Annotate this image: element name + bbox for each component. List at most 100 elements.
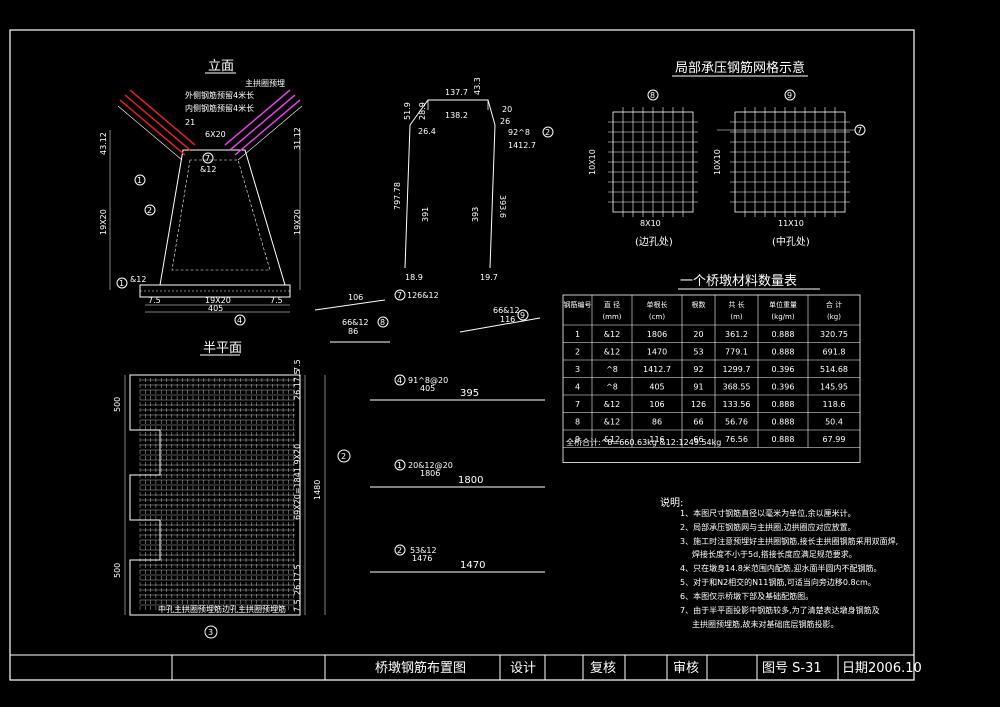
- mesh-mark: 8: [650, 91, 655, 100]
- note-item: 3、施工时注意预埋好主拱圈钢筋,接长主拱圈钢筋采用双面焊,: [680, 536, 898, 546]
- table-cell: 1470: [647, 348, 667, 357]
- elev-label: 19X20: [99, 209, 108, 235]
- notes-heading: 说明:: [660, 496, 683, 509]
- elev-label: 31.12: [293, 127, 302, 150]
- plan-title: 半平面: [203, 341, 242, 356]
- table-cell: 0.396: [772, 365, 795, 374]
- table-header: 根数: [692, 300, 706, 309]
- shape-label: 43.3: [473, 77, 482, 95]
- table-border: [562, 294, 861, 463]
- plan-dim: 26.17.5: [293, 564, 302, 595]
- title-block: 桥墩钢筋布置图 设计 复核 审核 图号 S-31 日期2006.10: [9, 654, 922, 681]
- bar-value: 1470: [460, 560, 485, 571]
- elev-label: 19X20: [293, 209, 302, 235]
- shape-label: 393: [471, 207, 480, 222]
- table-cell: 2: [575, 348, 580, 357]
- bar-label: 106: [348, 293, 363, 302]
- drawing-date: 日期2006.10: [842, 661, 922, 676]
- elev-label: 7.5: [148, 296, 161, 305]
- table-cell: 126: [691, 400, 706, 409]
- bar-mark: 1: [397, 461, 402, 470]
- shape-label: 20: [502, 105, 512, 114]
- bar-sub: 86: [348, 327, 358, 336]
- table-cell: 4: [575, 383, 580, 392]
- mesh-right-grid: [730, 107, 850, 217]
- arch-rebar-right: [224, 89, 303, 161]
- table-header-unit: (kg): [827, 313, 841, 321]
- mesh-mark: 7: [857, 126, 862, 135]
- design-label: 设计: [510, 661, 536, 676]
- table-cell: 0.888: [772, 435, 795, 444]
- plan-dim: 69X20=1841.9X20: [293, 444, 302, 520]
- table-header-unit: (mm): [602, 313, 621, 321]
- table-cell: 0.888: [772, 418, 795, 427]
- elev-mark: 1: [137, 176, 142, 185]
- bar-mark: 9: [520, 311, 525, 320]
- table-cell: 368.55: [723, 383, 751, 392]
- plan-dim: 26.17.5: [293, 369, 302, 400]
- table-cell: 1299.7: [723, 365, 751, 374]
- shape-label: 92^8: [508, 128, 530, 137]
- mesh-dim: 8X10: [640, 219, 661, 228]
- table-cell: 50.4: [825, 418, 843, 427]
- elevation-title: 立面: [208, 59, 234, 74]
- elev-label: 43.12: [99, 132, 108, 155]
- bar-sub: 405: [420, 384, 435, 393]
- bar-sub: 1806: [420, 469, 440, 478]
- table-cell: &12: [604, 418, 620, 427]
- shape-label: 26: [500, 117, 510, 126]
- plan-dim: 7.5: [293, 599, 302, 612]
- mesh-caption: (边孔处): [635, 236, 673, 248]
- table-cell: 0.396: [772, 383, 795, 392]
- table-cell: 53: [693, 348, 703, 357]
- elev-label: 主拱圈预埋: [245, 78, 285, 88]
- table-cell: 67.99: [823, 435, 846, 444]
- plan-view: 半平面 500 1480 500 7.5 26.17.5 69X20=1841.…: [113, 341, 351, 639]
- note-item: 主拱圈预埋筋,故未对基础底层钢筋投影。: [692, 619, 839, 629]
- plan-mark: 2: [341, 452, 346, 461]
- note-item: 7、由于半平面投影中钢筋较多,为了清楚表达墩身钢筋及: [680, 605, 880, 615]
- table-cell: &12: [604, 400, 620, 409]
- shape-label: 393.6: [498, 195, 507, 218]
- table-cell: 66: [693, 435, 703, 444]
- plan-dim: 500: [113, 563, 122, 578]
- table-cell: 86: [652, 418, 662, 427]
- table-cell: 118.6: [823, 400, 846, 409]
- elev-label: 7.5: [270, 296, 283, 305]
- table-cell: 320.75: [820, 330, 848, 339]
- bar-spec: 126&12: [407, 291, 439, 300]
- elev-mark: 7: [205, 154, 210, 163]
- table-grid: 钢筋编号直 径(mm)单根长(cm)根数共 长(m)单位重量(kg/m)合 计(…: [562, 294, 861, 463]
- shape-label: 19.7: [480, 273, 498, 282]
- bar-sub: 1476: [412, 554, 432, 563]
- table-total: 全桥合计:^8=660.63kg &12:1249.54kg: [566, 437, 721, 447]
- mesh-caption: (中孔处): [772, 235, 810, 248]
- table-cell: 3: [575, 365, 580, 374]
- shape-label: 28.9: [418, 102, 427, 120]
- shape-label: 391: [421, 207, 430, 222]
- table-cell: 1: [575, 330, 580, 339]
- table-cell: 116: [649, 435, 664, 444]
- bar-mark: 2: [397, 546, 402, 555]
- bar-sub: 116: [500, 315, 515, 324]
- shape-label: 51.9: [403, 102, 412, 120]
- mesh-left-grid: [608, 107, 698, 217]
- bar-details: 106 7 126&12 66&12 86 8 66&12 116 9 4 91…: [314, 289, 545, 573]
- bar-mark: 4: [397, 376, 402, 385]
- drawing-name: 桥墩钢筋布置图: [375, 660, 466, 676]
- table-cell: 779.1: [725, 348, 748, 357]
- table-cell: 20: [693, 330, 703, 339]
- bar-mark: 7: [397, 291, 402, 300]
- bar-label: 20&12@20: [408, 461, 453, 470]
- table-header-unit: (m): [730, 313, 743, 321]
- elev-label: 外侧钢筋预留4米长: [185, 90, 254, 100]
- table-cell: 8: [575, 418, 580, 427]
- note-item: 2、局部承压钢筋网与主拱圈,边拱圈应对应放置。: [680, 522, 856, 532]
- table-cell: 106: [649, 400, 664, 409]
- plan-dim: 1480: [313, 480, 322, 500]
- elev-label: &12: [200, 165, 216, 174]
- shape-label: 137.7: [445, 88, 468, 97]
- elev-label: 6X20: [205, 130, 226, 139]
- table-cell: 9: [575, 435, 580, 444]
- shape-mark: 2: [545, 128, 550, 137]
